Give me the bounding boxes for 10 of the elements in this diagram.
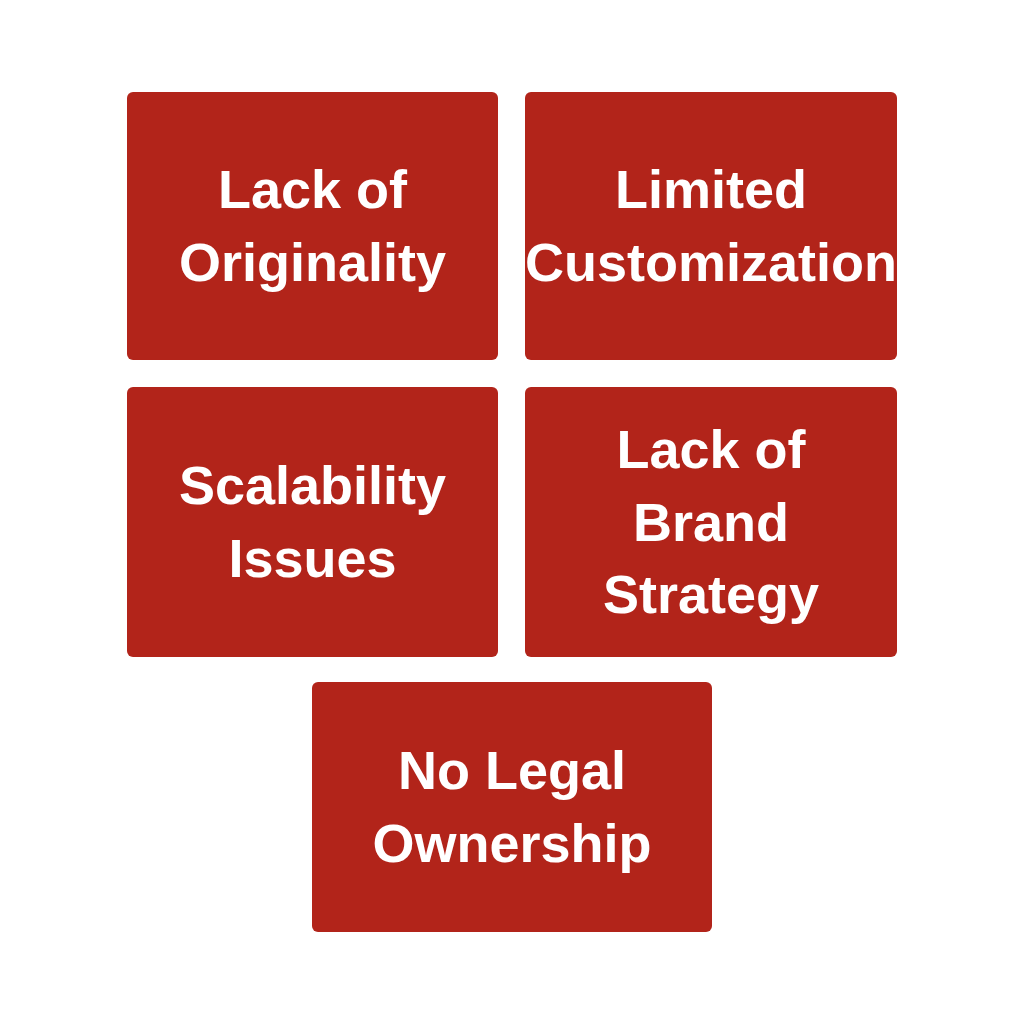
box-label: No Legal Ownership: [371, 739, 653, 875]
problem-box: [525, 92, 897, 360]
problem-box: [525, 387, 897, 657]
problem-box: [127, 92, 498, 360]
problem-box: [312, 682, 712, 932]
box-label: Scalability Issues: [177, 454, 448, 590]
problem-box: [127, 387, 498, 657]
box-label: Lack of Originality: [177, 158, 447, 294]
box-label: Lack of Brand Strategy: [601, 417, 821, 627]
box-label: Limited Customization: [525, 158, 897, 294]
